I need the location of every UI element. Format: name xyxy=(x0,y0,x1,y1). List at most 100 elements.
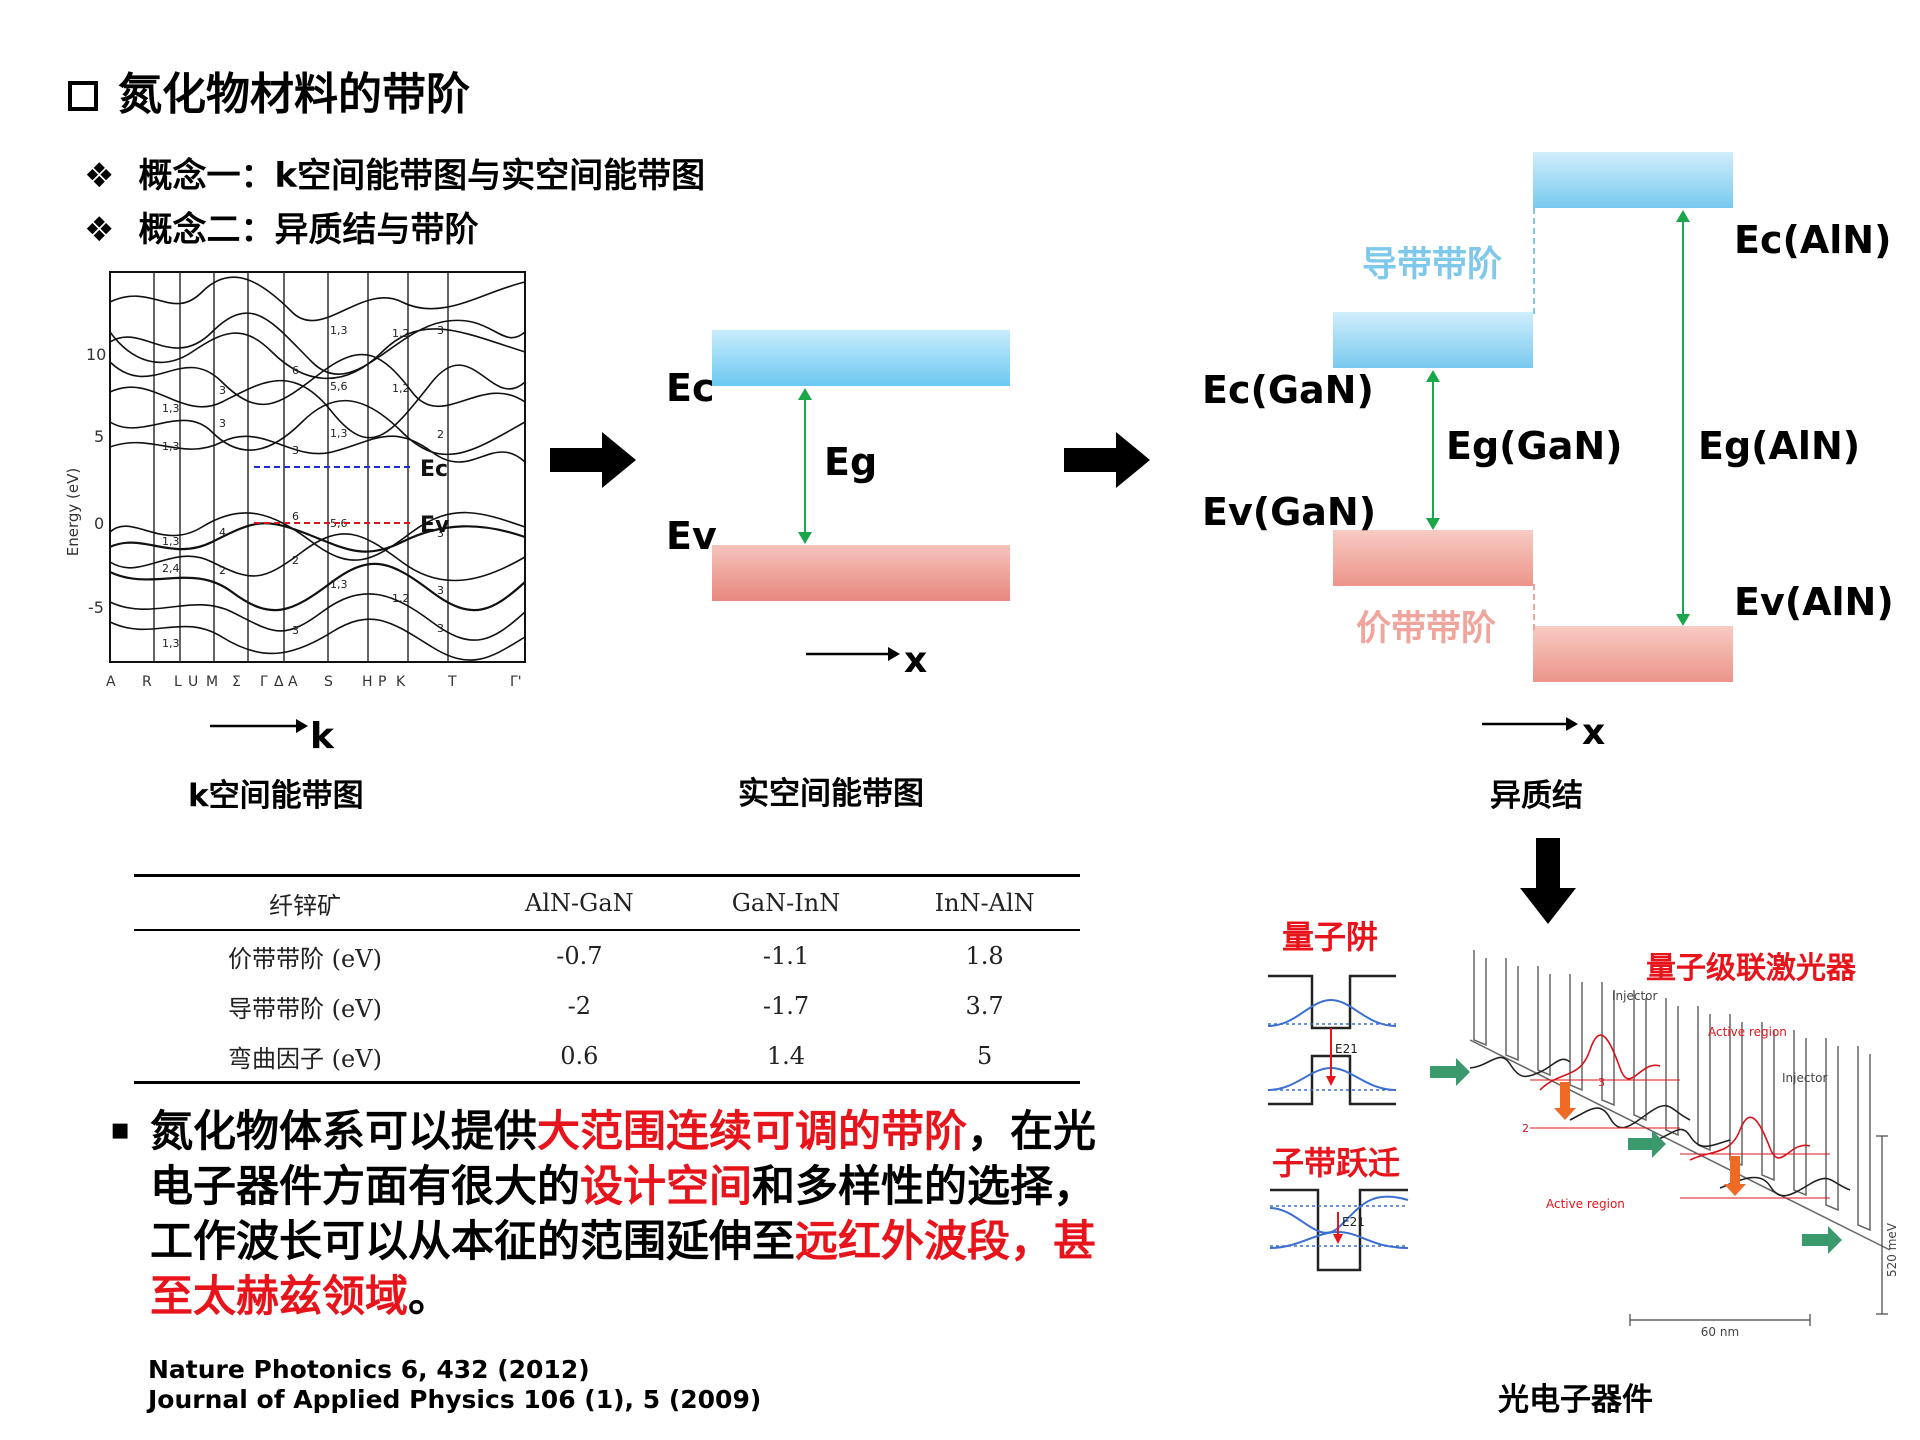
xtick: M xyxy=(206,674,218,690)
realspace-ev-label: Ev xyxy=(666,514,717,558)
ev-gan-label: Ev(GaN) xyxy=(1202,490,1377,534)
bullet-highlight: 远红外波段，甚至太赫兹领域 xyxy=(150,1217,1096,1322)
realspace-x-axis-arrow: x xyxy=(806,640,927,681)
bullet-paragraph: 氮化物体系可以提供大范围连续可调的带阶，在光电子器件方面有很大的设计空间和多样性… xyxy=(150,1105,1100,1325)
table-cell: 1.4 xyxy=(766,1042,806,1070)
gan-gap-arrow xyxy=(1426,370,1440,530)
ec-gan-label: Ec(GaN) xyxy=(1202,368,1374,412)
band-label: 1,3 xyxy=(330,578,348,591)
page-title-text: 氮化物材料的带阶 xyxy=(118,69,470,120)
gan-valence-band xyxy=(1333,530,1533,586)
table-row: 弯曲因子 (eV) 0.6 1.4 5 xyxy=(134,1031,1080,1083)
xtick: Γ' xyxy=(510,674,522,690)
qcl-diagram: 量子级联激光器 Injector Injector Active region … xyxy=(1430,950,1899,1339)
band-label: 3 xyxy=(437,324,444,337)
realspace-gap-arrow xyxy=(798,388,812,544)
eg-gan-label: Eg(GaN) xyxy=(1446,424,1623,468)
down-arrow-icon xyxy=(1520,838,1576,924)
table-header: InN-AlN xyxy=(934,889,1035,917)
qcl-length-scale-label: 60 nm xyxy=(1701,1325,1739,1339)
checkbox-bullet-icon xyxy=(68,81,98,111)
square-bullet-icon: ▪ xyxy=(110,1112,131,1147)
table-cell: -0.7 xyxy=(556,942,603,970)
band-label: 3 xyxy=(292,624,299,637)
table-cell: 导带带阶 (eV) xyxy=(228,994,382,1023)
band-label: 3 xyxy=(437,622,444,635)
band-label: 3 xyxy=(437,527,444,540)
xtick: A xyxy=(106,674,116,690)
table-cell: -1.1 xyxy=(762,942,810,970)
table-cell: 3.7 xyxy=(965,992,1004,1020)
table-cell: 0.6 xyxy=(560,1042,599,1070)
table-header: GaN-InN xyxy=(731,889,841,917)
band-label: 1,3 xyxy=(162,402,180,415)
k-space-ylabel: Energy (eV) xyxy=(64,468,82,556)
page-title: 氮化物材料的带阶 xyxy=(68,58,470,122)
quantum-well-diagram: E21 xyxy=(1267,974,1397,1106)
xtick: Σ xyxy=(232,674,241,690)
bullet-segment: ，在光电子器件方面有很大的 xyxy=(150,1107,1096,1212)
qcl-orange-arrow-2 xyxy=(1724,1156,1746,1196)
hetero-caption: 异质结 xyxy=(1490,778,1583,814)
band-label: 1,3 xyxy=(330,324,348,337)
table-cell: -2 xyxy=(567,992,592,1020)
realspace-conduction-band xyxy=(712,330,1010,386)
e21-label: E21 xyxy=(1335,1042,1358,1056)
k-space-xticks: A R L U M Σ Γ Δ A S H P K T Γ' xyxy=(106,674,522,690)
diamond-bullet-icon: ❖ xyxy=(84,156,115,196)
k-space-ec-label: Ec xyxy=(420,457,448,482)
band-label: 4 xyxy=(219,526,226,539)
ec-aln-label: Ec(AlN) xyxy=(1734,218,1892,262)
concept-1: ❖ 概念一：k空间能带图与实空间能带图 xyxy=(84,148,705,197)
qcl-active-1: Active region xyxy=(1708,1025,1787,1039)
offset-table: 纤锌矿 AlN-GaN GaN-InN InN-AlN 价带带阶 (eV) -0… xyxy=(134,874,1080,1084)
qcl-barriers xyxy=(1469,950,1891,1251)
k-space-ev-label: Ev xyxy=(420,513,450,538)
qcl-wavefunctions xyxy=(1469,1034,1851,1197)
concept-2-text: 概念二：异质结与带阶 xyxy=(138,210,479,250)
xtick: L xyxy=(174,674,182,690)
band-label: 6 xyxy=(292,510,299,523)
aln-conduction-band xyxy=(1533,152,1733,208)
table-header: 纤锌矿 xyxy=(269,891,341,920)
bullet-segment: 。 xyxy=(408,1272,451,1322)
realspace-eg-label: Eg xyxy=(824,440,878,484)
bullet-highlight: 设计空间 xyxy=(580,1162,752,1212)
qcl-green-arrow-mid xyxy=(1628,1130,1666,1158)
eg-aln-label: Eg(AlN) xyxy=(1698,424,1861,468)
ytick-10: 10 xyxy=(86,345,106,364)
devices-caption: 光电子器件 xyxy=(1498,1382,1653,1418)
reference-2: Journal of Applied Physics 106 (1), 5 (2… xyxy=(148,1385,762,1414)
qcl-length-scale xyxy=(1629,1314,1811,1326)
table-cell: 价带带阶 (eV) xyxy=(228,944,382,973)
ytick-0: 0 xyxy=(94,514,104,533)
xtick: K xyxy=(396,674,406,690)
qcl-injector-2: Injector xyxy=(1782,1071,1828,1085)
quantum-well-label: 量子阱 xyxy=(1282,918,1379,956)
bullet-segment: 和多样性的选择，工作波长可以从本征的范围延伸至 xyxy=(150,1162,1096,1267)
xtick: U xyxy=(188,674,198,690)
conduction-offset-label: 导带带阶 xyxy=(1362,245,1503,285)
table-cell: 弯曲因子 (eV) xyxy=(228,1044,382,1073)
band-label: 2 xyxy=(219,564,226,577)
qcl-green-arrow-out xyxy=(1802,1226,1842,1254)
band-label: 3 xyxy=(292,444,299,457)
k-space-frame xyxy=(109,271,526,663)
xtick: Δ xyxy=(274,674,284,690)
band-label: 1,3 xyxy=(162,535,180,548)
band-label: 3 xyxy=(219,384,226,397)
subband-transition-diagram: E21 xyxy=(1269,1188,1409,1272)
gan-conduction-band xyxy=(1333,312,1533,368)
qcl-level-3: 3 xyxy=(1598,1076,1605,1089)
realspace-valence-band xyxy=(712,545,1010,601)
hetero-x-label: x xyxy=(1582,712,1605,753)
ytick-5: 5 xyxy=(94,427,104,446)
k-axis-label: k xyxy=(310,716,335,757)
concept-1-text: 概念一：k空间能带图与实空间能带图 xyxy=(138,156,706,196)
xtick: Γ xyxy=(260,674,268,690)
table-header: AlN-GaN xyxy=(525,889,634,917)
table-row: 导带带阶 (eV) -2 -1.7 3.7 xyxy=(134,981,1080,1031)
qcl-levels xyxy=(1530,1079,1830,1199)
aln-gap-arrow xyxy=(1676,210,1690,626)
table-cell: -1.7 xyxy=(762,992,810,1020)
